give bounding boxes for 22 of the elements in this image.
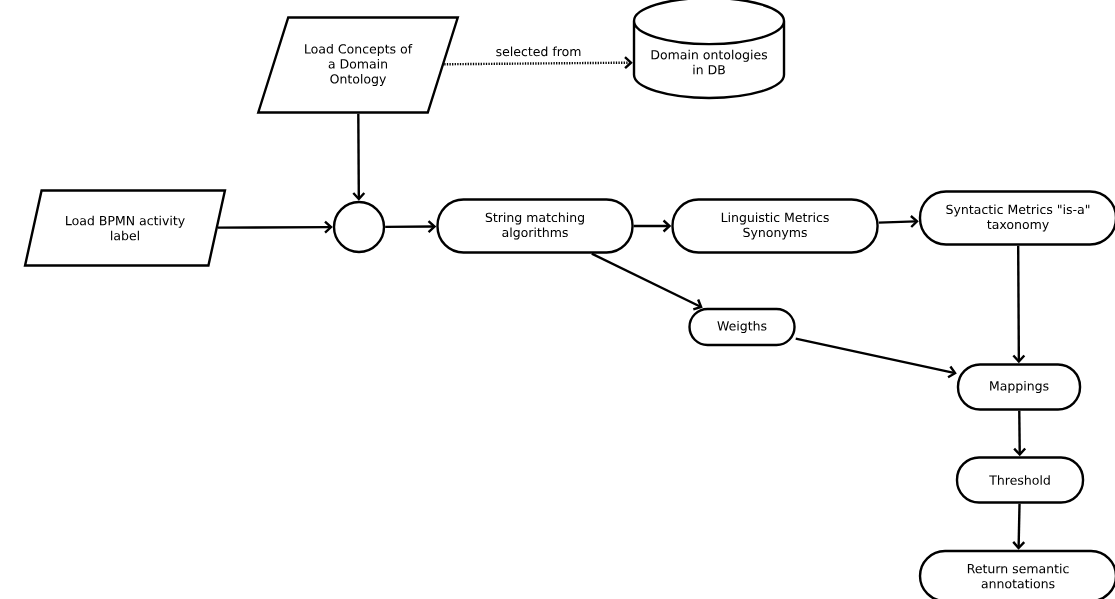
process-terminal: Return semantic annotations (918, 549, 1115, 599)
arrow (591, 252, 703, 311)
process-terminal: Mappings (956, 363, 1082, 411)
dotted-arrow (444, 56, 633, 70)
arrow (218, 220, 333, 234)
arrow (1012, 245, 1026, 364)
arrow (1012, 503, 1026, 550)
arrow (352, 113, 366, 201)
process-terminal: Linguistic Metrics Synonyms (671, 198, 879, 254)
database-cylinder: Domain ontologies in DB (632, 0, 786, 100)
arrow (385, 220, 437, 233)
process-terminal: Threshold (955, 456, 1085, 504)
arrow (878, 215, 919, 228)
arrow (1013, 410, 1027, 457)
arrow (795, 337, 957, 379)
arrow (633, 219, 672, 233)
input-parallelogram: Load BPMN activity label (23, 189, 227, 267)
edge-label: selected from (494, 45, 583, 58)
process-terminal: Syntactic Metrics "is-a" taxonomy (918, 190, 1115, 246)
process-terminal: String matching algorithms (436, 198, 634, 254)
process-terminal: Weigths (688, 307, 796, 347)
junction-circle (332, 200, 386, 254)
